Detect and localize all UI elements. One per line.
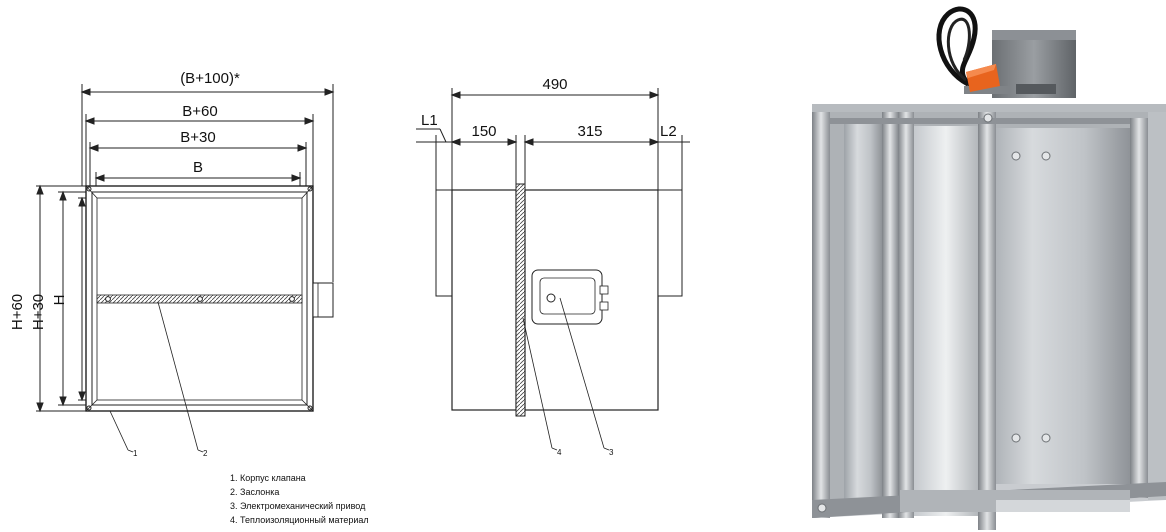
dim-rear-section: 315 bbox=[577, 123, 602, 140]
legend: 1. Корпус клапана 2. Заслонка 3. Электро… bbox=[230, 473, 369, 525]
front-callout-2: 2 bbox=[203, 449, 208, 458]
dim-total-width: (B+100)* bbox=[180, 70, 240, 87]
height-dimension-lines bbox=[36, 184, 96, 413]
dim-outer-height: H+60 bbox=[9, 294, 26, 330]
side-callout-lines bbox=[522, 297, 610, 451]
dim-total-length: 490 bbox=[542, 76, 567, 93]
dim-height: H bbox=[51, 295, 68, 306]
side-view: 490 L1 150 315 L2 bbox=[416, 76, 690, 457]
dim-l1: L1 bbox=[421, 112, 438, 129]
frame-upright-left bbox=[812, 104, 830, 518]
dim-l2: L2 bbox=[660, 123, 677, 140]
legend-item-3: 3. Электромеханический привод bbox=[230, 501, 366, 511]
damper-frame-front bbox=[85, 185, 334, 412]
front-callout-1: 1 bbox=[133, 449, 138, 458]
damper-body-side bbox=[435, 183, 683, 417]
legend-item-2: 2. Заслонка bbox=[230, 487, 279, 497]
product-photo bbox=[812, 6, 1166, 530]
actuator-drawing bbox=[531, 269, 609, 325]
side-callout-4: 4 bbox=[557, 448, 562, 457]
actuator-box bbox=[964, 30, 1076, 98]
dim-inner-height: H+30 bbox=[30, 294, 47, 330]
legend-item-1: 1. Корпус клапана bbox=[230, 473, 306, 483]
legend-item-4: 4. Теплоизоляционный материал bbox=[230, 515, 369, 525]
dim-width: B bbox=[193, 159, 203, 176]
side-callout-3: 3 bbox=[609, 448, 614, 457]
dim-flange-outer-width: B+60 bbox=[182, 103, 217, 120]
width-dimension-lines bbox=[80, 84, 335, 282]
front-view: (B+100)* B+60 B+30 B H+60 H+30 H bbox=[9, 70, 335, 458]
frame-upright-front bbox=[978, 110, 996, 530]
dim-front-section: 150 bbox=[471, 123, 496, 140]
dim-flange-inner-width: B+30 bbox=[180, 129, 215, 146]
front-callout-lines bbox=[109, 301, 204, 453]
bolts bbox=[817, 113, 1051, 513]
